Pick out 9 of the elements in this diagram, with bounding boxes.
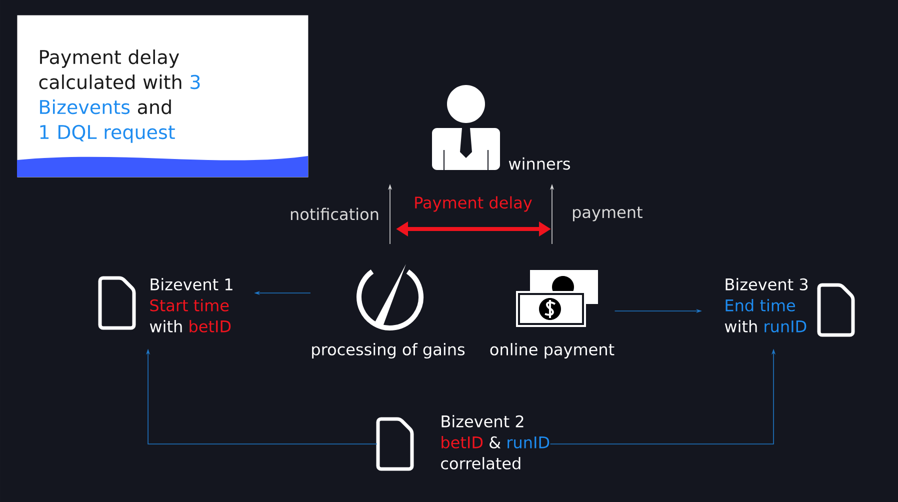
node-label: winners bbox=[508, 157, 570, 170]
node-label: Bizevent 3 End time with runID bbox=[724, 278, 808, 332]
node-label: Bizevent 1 Start time with betID bbox=[150, 278, 232, 332]
edge-label: notification bbox=[290, 208, 378, 220]
measure-label: Payment delay bbox=[415, 196, 532, 212]
edge-label: payment bbox=[573, 206, 642, 222]
node-label: online payment bbox=[490, 343, 614, 359]
node-label: processing of gains bbox=[312, 343, 465, 359]
node-label: Bizevent 2 betID & runID correlated bbox=[441, 415, 550, 470]
